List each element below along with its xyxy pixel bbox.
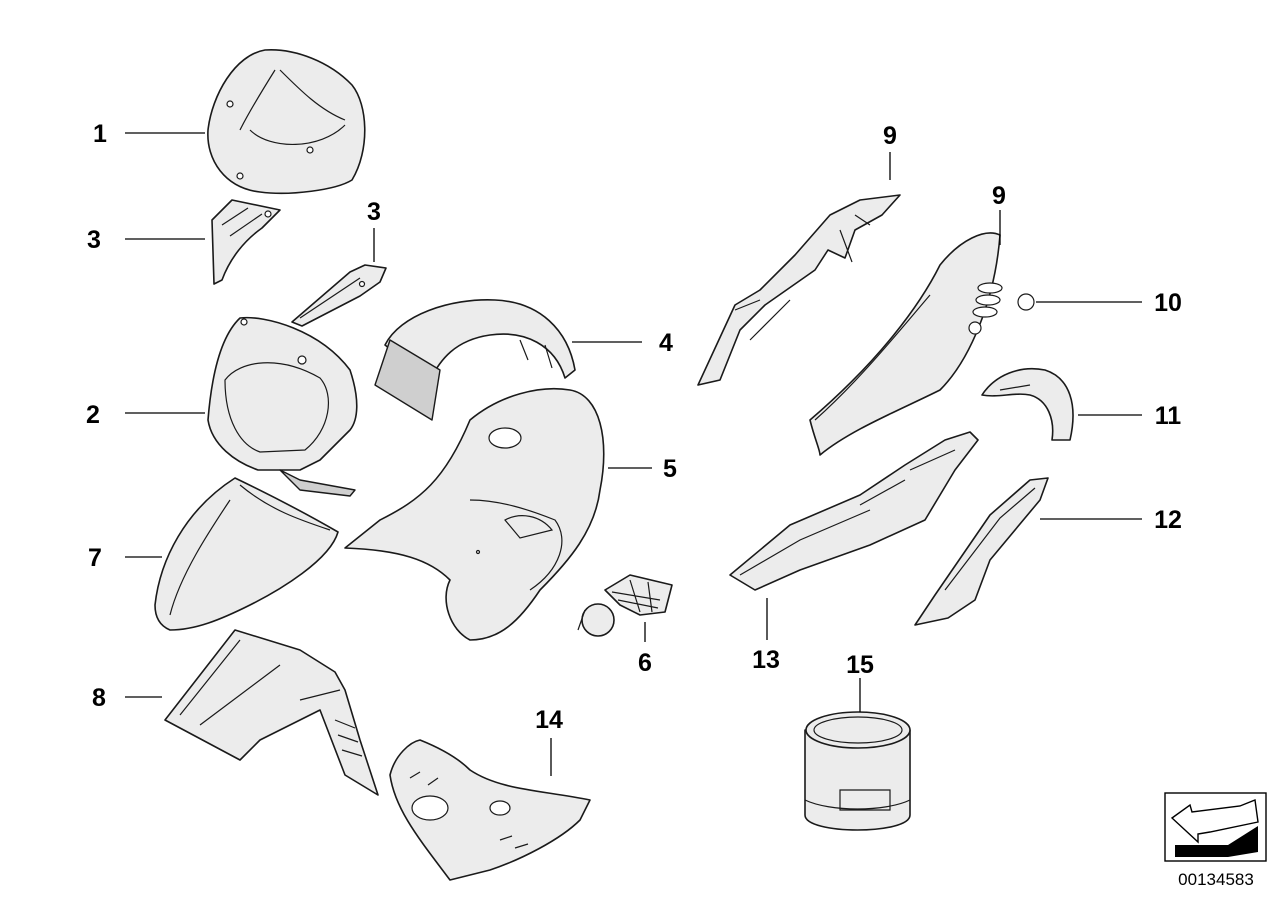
part-paint-can [804, 711, 911, 831]
part-rear-inner-mudguard [164, 629, 379, 796]
callout-10: 10 [1154, 289, 1182, 317]
callout-4: 4 [659, 329, 673, 357]
callout-5: 5 [663, 455, 677, 483]
callout-9b: 9 [992, 182, 1006, 210]
callout-6: 6 [638, 649, 652, 677]
direction-arrow-icon [1164, 792, 1267, 862]
leader-lines [125, 132, 1142, 776]
part-grab-rail [914, 477, 1049, 626]
callout-9a: 9 [883, 122, 897, 150]
callout-2: 2 [86, 401, 100, 429]
part-inner-panel [374, 299, 576, 421]
part-clip [577, 574, 673, 637]
callout-15: 15 [846, 651, 874, 679]
callout-14: 14 [535, 706, 563, 734]
callout-8: 8 [92, 684, 106, 712]
part-bracket-left [211, 199, 281, 285]
part-rail-left [697, 194, 901, 386]
callout-3b: 3 [367, 198, 381, 226]
part-belly-pan [389, 739, 591, 881]
document-number: 00134583 [1178, 870, 1254, 889]
part-bracket-right [291, 264, 387, 327]
part-windshield [207, 49, 366, 195]
part-frame-rail [729, 431, 979, 591]
part-front-fairing [207, 316, 358, 497]
callout-1: 1 [93, 120, 107, 148]
callout-12: 12 [1154, 506, 1182, 534]
part-side-cover [809, 232, 1003, 456]
part-side-panel [344, 387, 605, 641]
callout-7: 7 [88, 544, 102, 572]
part-grommet [1017, 293, 1035, 311]
callout-11: 11 [1155, 402, 1182, 430]
part-rear-cap [981, 368, 1074, 441]
callout-3a: 3 [87, 226, 101, 254]
callout-labels: 1 3 3 2 4 5 7 6 8 14 9 9 10 11 12 13 15 [86, 120, 1182, 734]
callout-13: 13 [752, 646, 780, 674]
part-front-mudguard [154, 477, 339, 631]
